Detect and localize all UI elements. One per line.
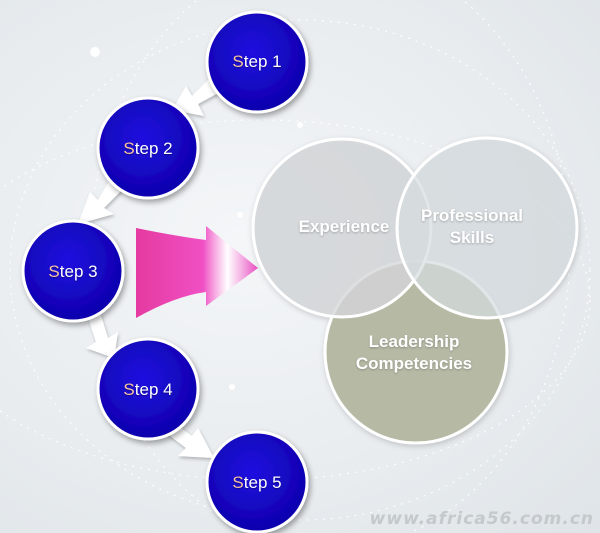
step-label-initial: S xyxy=(48,262,60,281)
step-1-circle xyxy=(205,10,309,114)
step-1-label: Step 1 xyxy=(232,52,282,71)
watermark: www.africa56.com.cn xyxy=(369,509,594,529)
step-label-initial: S xyxy=(123,139,135,158)
chevron-arrow-icon xyxy=(86,312,118,358)
venn-label-leadership-competencies: Leadership Competencies xyxy=(355,332,473,373)
chevron-arrow-icon xyxy=(78,176,124,224)
step-3-label: Step 3 xyxy=(48,262,98,281)
step-3-circle xyxy=(21,219,125,323)
step-5-circle xyxy=(205,430,309,533)
step-label-initial: S xyxy=(123,380,135,399)
venn-label-experience: Experience xyxy=(298,217,390,236)
step-2-label: Step 2 xyxy=(123,139,173,158)
step-5-label: Step 5 xyxy=(232,473,282,492)
chevron-arrow-icon xyxy=(172,76,220,116)
step-label-initial: S xyxy=(232,473,244,492)
step-2-circle xyxy=(96,96,200,200)
step-4-label: Step 4 xyxy=(123,380,173,399)
venn-circle-professional xyxy=(395,136,579,320)
venn-label-professional-skills: Professional Skills xyxy=(420,206,524,247)
step-4-circle xyxy=(96,337,200,441)
step-label-initial: S xyxy=(232,52,244,71)
